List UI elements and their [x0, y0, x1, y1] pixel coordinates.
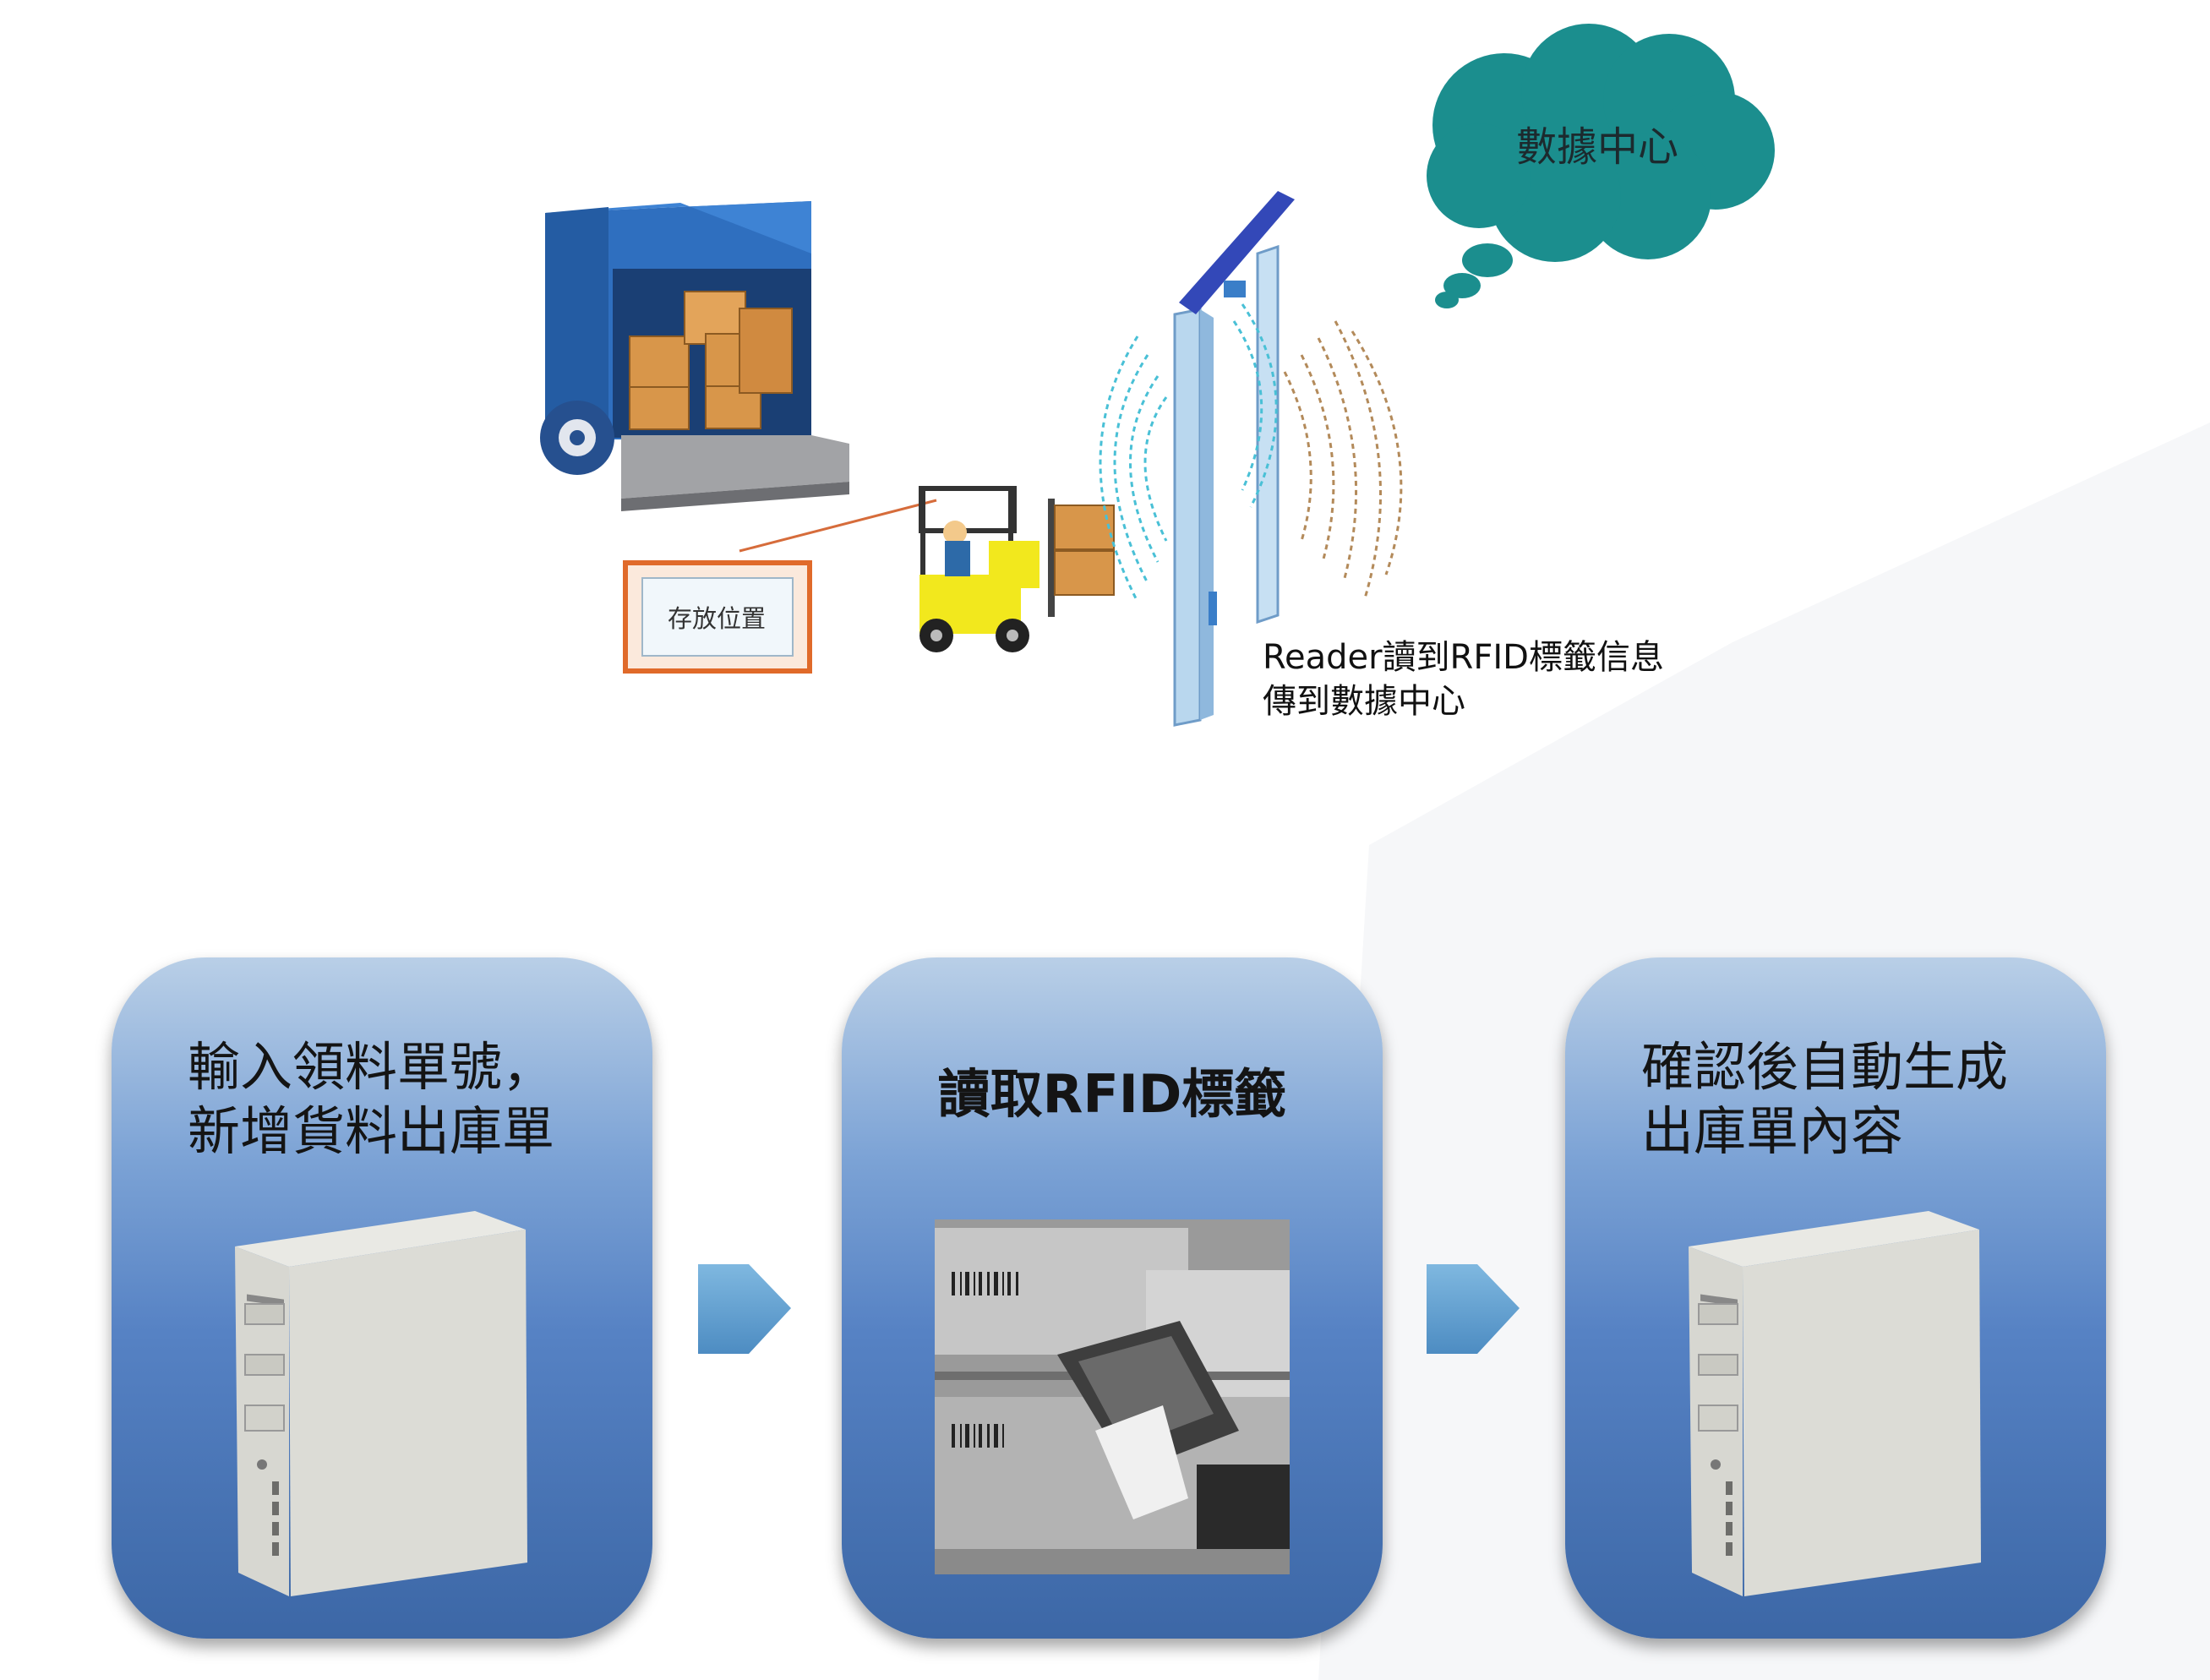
arrow-right-icon	[698, 1264, 791, 1354]
step-1-title: 輸入領料單號， 新增貨料出庫單	[188, 1036, 555, 1162]
step-generate-order-content: 確認後自動生成 出庫單內容	[1565, 957, 2106, 1639]
reader-caption-line2: 傳到數據中心	[1263, 682, 1465, 721]
storage-location-box	[623, 560, 812, 674]
arrow-right-icon	[1427, 1264, 1520, 1354]
computer-tower-icon	[1689, 1211, 1981, 1596]
computer-tower-icon	[235, 1211, 527, 1596]
connector-line	[739, 499, 937, 553]
step-read-rfid-tag: 讀取RFID標籤	[842, 957, 1383, 1639]
step-create-outbound-order: 輸入領料單號， 新增貨料出庫單	[112, 957, 652, 1639]
data-center-cloud-icon	[1427, 24, 1775, 308]
reader-caption-line1: Reader讀到RFID標籤信息	[1263, 638, 1664, 677]
data-center-label: 數據中心	[1515, 123, 1678, 171]
rfid-warehouse-illustration	[540, 24, 1775, 727]
step-2-title: 讀取RFID標籤	[937, 1063, 1287, 1125]
rfid-gate-icon	[1099, 191, 1403, 727]
forklift-icon	[919, 486, 1115, 652]
step-3-title: 確認後自動生成 出庫單內容	[1641, 1036, 2009, 1162]
handheld-scanner-icon	[935, 1219, 1290, 1574]
reader-caption: Reader讀到RFID標籤信息 傳到數據中心	[1263, 635, 1736, 723]
truck-icon	[540, 201, 849, 511]
storage-location-label: 存放位置	[667, 604, 766, 633]
